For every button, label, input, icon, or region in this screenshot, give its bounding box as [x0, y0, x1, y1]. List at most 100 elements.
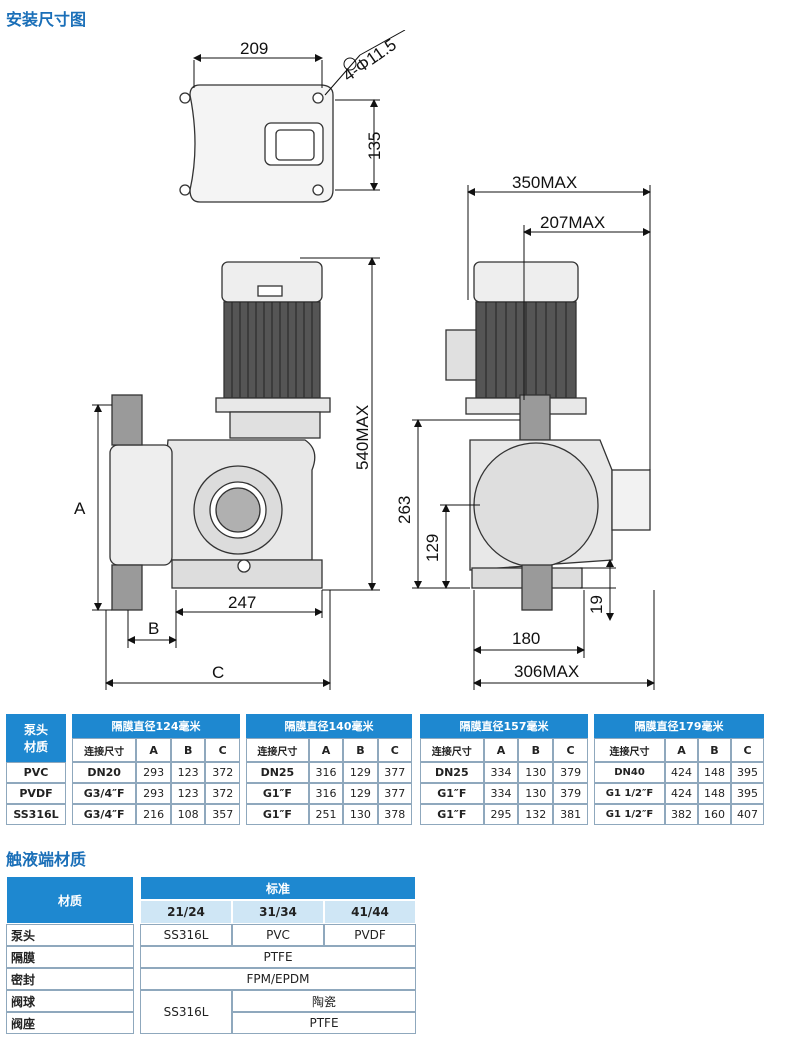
- top-view-footprint: [179, 84, 334, 203]
- cell: G1 1/2″F: [594, 804, 666, 825]
- seal-value: FPM/EPDM: [140, 968, 416, 990]
- cell: 377: [377, 783, 412, 804]
- dim-306: 306MAX: [514, 662, 579, 681]
- group-title: 隔膜直径157毫米: [420, 714, 588, 738]
- cell: G1″F: [246, 783, 309, 804]
- material-ss316l: SS316L: [6, 804, 66, 825]
- cell: 129: [343, 783, 378, 804]
- col-b: B: [518, 738, 554, 762]
- pump-head-31-34: PVC: [232, 924, 324, 946]
- cell: 316: [308, 783, 344, 804]
- valve-ball-value: 陶瓷: [232, 990, 416, 1012]
- row-valve-ball-label: 阀球: [6, 990, 134, 1012]
- dim-base-width: 247: [228, 593, 256, 612]
- col-conn: 连接尺寸: [420, 738, 484, 762]
- cell: 123: [170, 783, 206, 804]
- col-41-44: 41/44: [324, 900, 416, 924]
- cell: DN20: [72, 762, 137, 783]
- cell: 130: [343, 804, 378, 825]
- cell: 372: [205, 762, 240, 783]
- cell: 424: [665, 783, 698, 804]
- row-pump-head-label: 泵头: [6, 924, 134, 946]
- cell: G3/4″F: [72, 804, 137, 825]
- group-title: 隔膜直径124毫米: [72, 714, 240, 738]
- cell: 382: [665, 804, 698, 825]
- cell: 377: [377, 762, 412, 783]
- cell: 407: [730, 804, 764, 825]
- row-diaphragm-label: 隔膜: [6, 946, 134, 968]
- material-header: 泵头 材质: [6, 714, 66, 762]
- row-seal-label: 密封: [6, 968, 134, 990]
- group-title: 隔膜直径140毫米: [246, 714, 412, 738]
- cell: 293: [136, 783, 171, 804]
- col-31-34: 31/34: [232, 900, 324, 924]
- cell: 160: [698, 804, 731, 825]
- cell: 148: [698, 783, 731, 804]
- cell: 130: [518, 762, 554, 783]
- pump-head-41-44: PVDF: [324, 924, 416, 946]
- size-table: 泵头 材质 PVC PVDF SS316L: [6, 714, 66, 825]
- dim-c: C: [212, 663, 224, 682]
- standard-header-cell: 标准: [140, 876, 416, 900]
- col-c: C: [205, 738, 240, 762]
- cell: G1 1/2″F: [594, 783, 666, 804]
- cell: 132: [518, 804, 554, 825]
- dim-overall-height: 540MAX: [353, 405, 372, 470]
- dim-side-offset: 207MAX: [540, 213, 605, 232]
- cell: DN25: [246, 762, 309, 783]
- col-c: C: [730, 738, 764, 762]
- cell: 316: [308, 762, 344, 783]
- dim-b: B: [148, 619, 159, 638]
- cell: DN25: [420, 762, 484, 783]
- cell: G1″F: [420, 783, 484, 804]
- cell: G1″F: [246, 804, 309, 825]
- front-view-pump: [109, 261, 331, 611]
- cell: 130: [518, 783, 554, 804]
- col-conn: 连接尺寸: [72, 738, 137, 762]
- cell: 334: [483, 783, 519, 804]
- cell: 216: [136, 804, 171, 825]
- diaphragm-value: PTFE: [140, 946, 416, 968]
- cell: 379: [553, 783, 588, 804]
- dim-19: 19: [587, 595, 606, 614]
- col-a: A: [308, 738, 344, 762]
- col-b: B: [170, 738, 206, 762]
- material-pvc: PVC: [6, 762, 66, 783]
- dim-top-width: 209: [240, 39, 268, 58]
- dim-holes: 4-Φ11.5: [339, 35, 399, 85]
- cell: 334: [483, 762, 519, 783]
- material-section-title: 触液端材质: [6, 850, 87, 869]
- cell: 108: [170, 804, 206, 825]
- dim-263: 263: [395, 496, 414, 524]
- pump-head-21-24: SS316L: [140, 924, 232, 946]
- dim-a: A: [74, 499, 86, 518]
- col-conn: 连接尺寸: [246, 738, 309, 762]
- valve-merged-value: SS316L: [140, 990, 232, 1034]
- cell: 251: [308, 804, 344, 825]
- col-a: A: [483, 738, 519, 762]
- col-c: C: [377, 738, 412, 762]
- cell: 129: [343, 762, 378, 783]
- cell: 378: [377, 804, 412, 825]
- installation-drawing: 209 135 4-Φ11.5: [74, 30, 655, 690]
- cell: 372: [205, 783, 240, 804]
- material-table: 材质 标准 21/24 31/34 41/44 泵头 SS316L PVC PV…: [6, 876, 416, 1034]
- col-a: A: [665, 738, 698, 762]
- cell: 357: [205, 804, 240, 825]
- cell: 424: [665, 762, 698, 783]
- cell: 293: [136, 762, 171, 783]
- col-b: B: [343, 738, 378, 762]
- material-pvdf: PVDF: [6, 783, 66, 804]
- dim-top-height: 135: [365, 132, 384, 160]
- row-valve-seat-label: 阀座: [6, 1012, 134, 1034]
- valve-seat-value: PTFE: [232, 1012, 416, 1034]
- side-view-pump: [445, 261, 651, 611]
- dim-129: 129: [423, 534, 442, 562]
- cell: 148: [698, 762, 731, 783]
- col-conn: 连接尺寸: [594, 738, 666, 762]
- col-b: B: [698, 738, 731, 762]
